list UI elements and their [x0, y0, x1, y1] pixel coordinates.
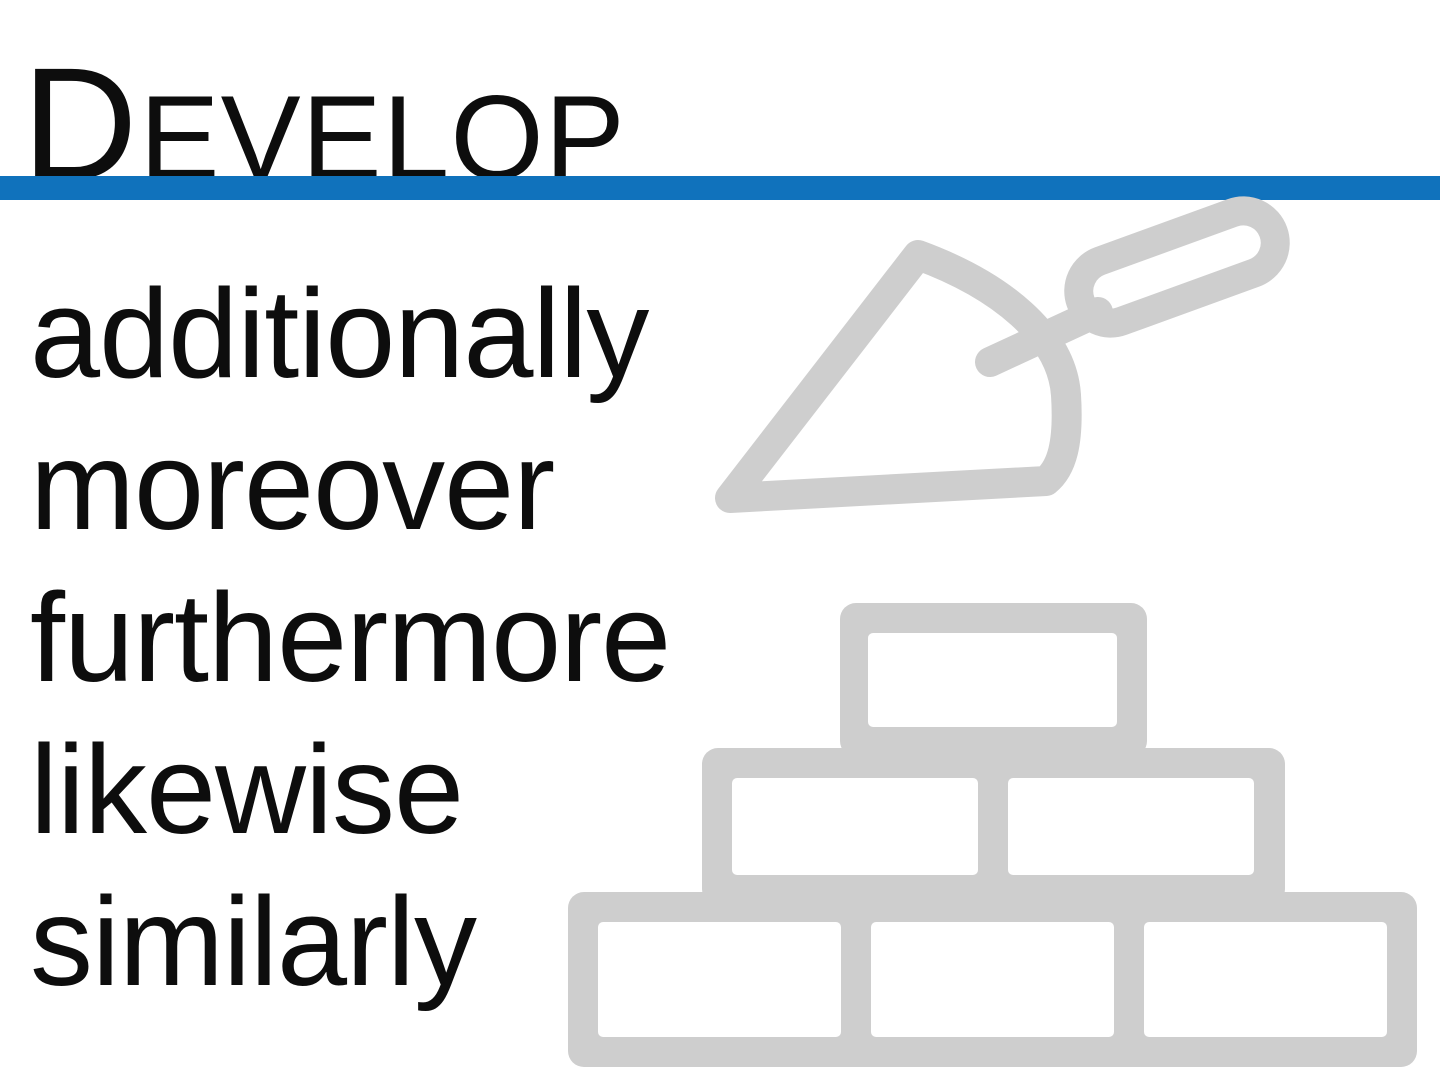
- word-item: additionally: [30, 263, 649, 404]
- brick-row-top: [840, 603, 1147, 757]
- brick-window: [1144, 922, 1387, 1037]
- brick-row-bottom: [568, 892, 1417, 1067]
- word-item: likewise: [30, 719, 464, 860]
- brick-wall-icon: [568, 603, 1417, 1067]
- brick-window: [868, 633, 1117, 727]
- brick-window: [1008, 778, 1254, 875]
- brick-window: [732, 778, 978, 875]
- word-item: furthermore: [30, 567, 671, 708]
- brick-window: [598, 922, 841, 1037]
- word-item: similarly: [30, 871, 477, 1012]
- title-underline: [0, 176, 1440, 200]
- trowel-icon: [715, 196, 1290, 513]
- word-item: moreover: [30, 415, 555, 556]
- brick-row-middle: [702, 748, 1285, 905]
- brick-window: [871, 922, 1114, 1037]
